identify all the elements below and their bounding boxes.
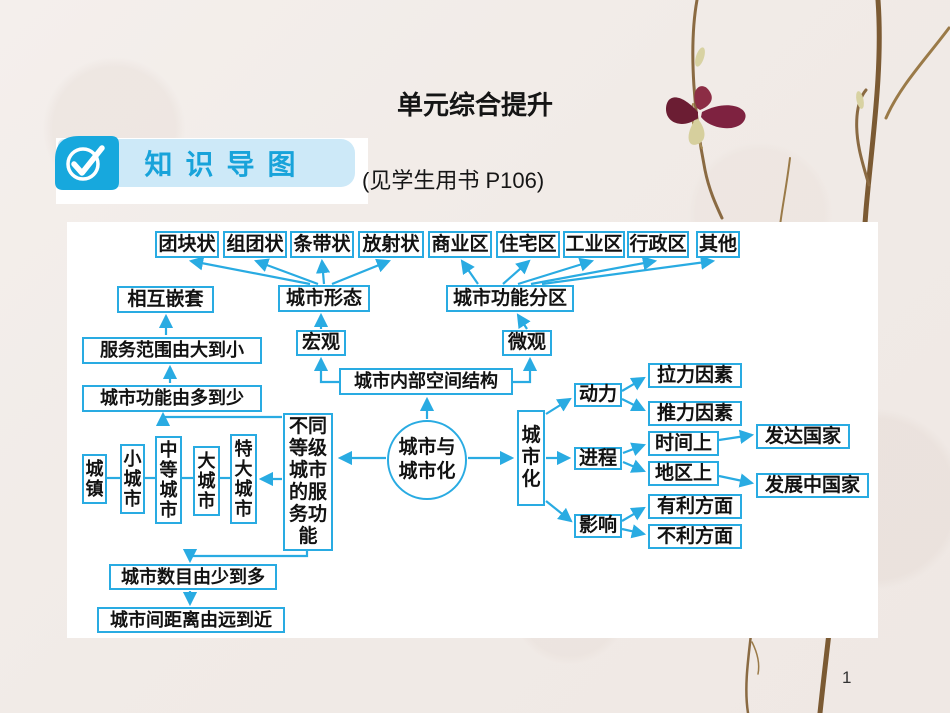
node-developing-countries: 发展中国家 <box>756 473 869 498</box>
node-medium-city: 中 等 城 市 <box>155 436 182 524</box>
node-service-scope: 服务范围由大到小 <box>82 337 262 364</box>
page-number: 1 <box>842 668 852 687</box>
node-commercial-district: 商业区 <box>428 231 492 258</box>
node-mass-shape: 团块状 <box>155 231 219 258</box>
node-time-aspect: 时间上 <box>648 431 719 456</box>
node-town: 城 镇 <box>82 454 107 504</box>
node-region-aspect: 地区上 <box>648 461 719 486</box>
badge-label: 知识导图 <box>144 149 309 180</box>
node-administrative-district: 行政区 <box>627 231 689 258</box>
node-radial-shape: 放射状 <box>358 231 424 258</box>
node-process: 进程 <box>574 447 622 470</box>
node-mega-city: 特 大 城 市 <box>230 434 257 524</box>
node-belt-shape: 条带状 <box>290 231 354 258</box>
node-residential-district: 住宅区 <box>496 231 560 258</box>
node-mutual-nesting: 相互嵌套 <box>117 286 214 313</box>
node-city-number-increase: 城市数目由少到多 <box>109 564 277 590</box>
node-micro: 微观 <box>502 330 552 356</box>
page-title: 单元综合提升 <box>396 90 553 120</box>
node-other: 其他 <box>696 231 740 258</box>
node-push-factors: 推力因素 <box>648 401 742 426</box>
node-small-city: 小 城 市 <box>120 444 145 514</box>
node-internal-structure: 城市内部空间结构 <box>339 368 513 395</box>
node-industrial-district: 工业区 <box>563 231 625 258</box>
node-functions-decrease: 城市功能由多到少 <box>82 385 262 412</box>
node-urban-morphology: 城市形态 <box>278 285 370 312</box>
node-favorable-aspects: 有利方面 <box>648 494 742 519</box>
node-developed-countries: 发达国家 <box>756 424 850 449</box>
node-urbanization: 城 市 化 <box>517 410 545 506</box>
node-pull-factors: 拉力因素 <box>648 363 742 388</box>
node-functional-zones: 城市功能分区 <box>446 285 574 312</box>
node-impact: 影响 <box>574 514 622 538</box>
flower-icon <box>666 47 864 145</box>
node-center-city-urbanization: 城市与 城市化 <box>387 420 467 500</box>
node-group-shape: 组团状 <box>223 231 287 258</box>
node-city-levels-service: 不同 等级 城市 的服 务功 能 <box>283 413 333 551</box>
node-city-distance-decrease: 城市间距离由远到近 <box>97 607 285 633</box>
node-driving-force: 动力 <box>574 383 622 407</box>
node-macro: 宏观 <box>296 330 346 356</box>
book-reference: (见学生用书 P106) <box>362 168 545 193</box>
node-unfavorable-aspects: 不利方面 <box>648 524 742 549</box>
check-circle-icon <box>55 136 119 190</box>
node-large-city: 大 城 市 <box>193 446 220 516</box>
